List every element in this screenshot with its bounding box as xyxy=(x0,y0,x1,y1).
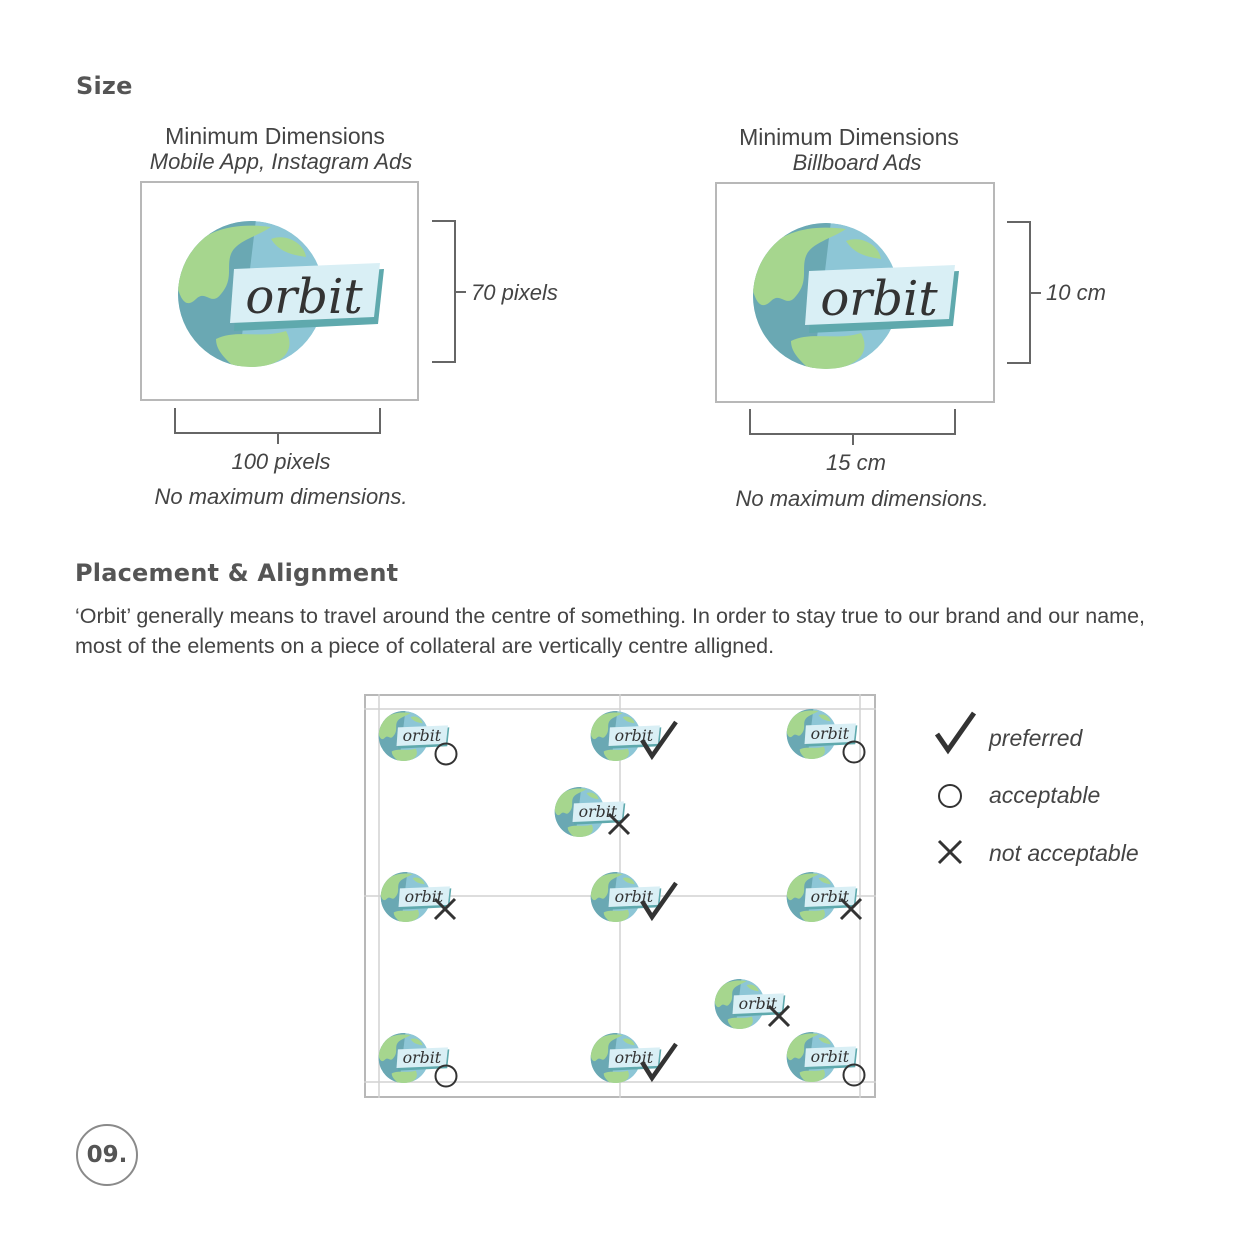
placement-top-center: orbit xyxy=(590,710,678,761)
not-acceptable-x-icon xyxy=(937,839,963,865)
mobile-height-label: 70 pixels xyxy=(471,280,558,305)
placement-bottom-right: orbit xyxy=(786,1031,866,1087)
mini-logo: orbit xyxy=(786,1031,857,1082)
placement-top-left: orbit xyxy=(378,710,458,766)
not-acceptable-mark-icon xyxy=(839,897,863,921)
billboard-title: Minimum Dimensions xyxy=(739,124,959,150)
mobile-subtitle: Mobile App, Instagram Ads xyxy=(149,149,413,174)
not-acceptable-mark-icon xyxy=(767,1004,791,1028)
logo-wordmark: orbit xyxy=(245,269,363,325)
placement-grid: orbit orbit orbit orbit orbit orbit orbit orbit… xyxy=(364,694,876,1098)
mini-logo-wordmark: orbit xyxy=(811,887,850,906)
page-number: 09. xyxy=(76,1124,138,1186)
acceptable-mark-icon xyxy=(842,740,866,764)
placement-middle-right: orbit xyxy=(786,871,863,922)
mini-logo-wordmark: orbit xyxy=(403,1048,442,1067)
not-acceptable-mark-icon xyxy=(607,812,631,836)
billboard-width-bracket xyxy=(749,409,956,445)
legend-not-acceptable: not acceptable xyxy=(989,840,1139,866)
billboard-note: No maximum dimensions. xyxy=(735,486,989,511)
mini-logo: orbit xyxy=(714,978,785,1029)
billboard-subtitle: Billboard Ads xyxy=(792,150,922,175)
mini-logo-wordmark: orbit xyxy=(403,726,442,745)
mini-logo-wordmark: orbit xyxy=(405,887,444,906)
billboard-logo: orbit xyxy=(751,221,961,371)
mini-logo-wordmark: orbit xyxy=(615,726,654,745)
acceptable-circle-icon xyxy=(938,784,962,808)
mobile-height-bracket xyxy=(432,220,466,363)
mobile-width-label: 100 pixels xyxy=(231,449,331,474)
billboard-width-label: 15 cm xyxy=(826,450,886,475)
acceptable-mark-icon xyxy=(434,742,458,766)
mini-logo-wordmark: orbit xyxy=(811,724,850,743)
size-heading: Size xyxy=(76,72,133,100)
mobile-title: Minimum Dimensions xyxy=(165,123,385,149)
mobile-logo: orbit xyxy=(176,219,386,369)
mini-logo-wordmark: orbit xyxy=(579,802,618,821)
acceptable-mark-icon xyxy=(842,1063,866,1087)
placement-lower-right-offset: orbit xyxy=(714,978,791,1029)
placement-upper-middle-offset: orbit xyxy=(554,786,631,837)
mini-logo: orbit xyxy=(378,710,449,761)
preferred-mark-icon xyxy=(640,881,678,922)
placement-heading: Placement & Alignment xyxy=(75,559,399,587)
not-acceptable-mark-icon xyxy=(433,897,457,921)
billboard-height-label: 10 cm xyxy=(1046,280,1106,305)
placement-middle-center: orbit xyxy=(590,871,678,922)
mobile-width-bracket xyxy=(174,408,381,444)
placement-top-right: orbit xyxy=(786,708,866,764)
preferred-mark-icon xyxy=(640,720,678,761)
placement-bottom-left: orbit xyxy=(378,1032,458,1088)
mobile-note: No maximum dimensions. xyxy=(154,484,408,509)
billboard-height-bracket xyxy=(1007,221,1041,364)
mini-logo: orbit xyxy=(378,1032,449,1083)
legend-preferred: preferred xyxy=(989,725,1083,751)
placement-body: ‘Orbit’ generally means to travel around… xyxy=(75,604,1146,658)
mobile-logo-frame: orbit xyxy=(140,181,419,401)
acceptable-mark-icon xyxy=(434,1064,458,1088)
logo-wordmark: orbit xyxy=(820,271,938,327)
mini-logo: orbit xyxy=(380,871,451,922)
mini-logo: orbit xyxy=(786,708,857,759)
mini-logo: orbit xyxy=(554,786,625,837)
billboard-logo-frame: orbit xyxy=(715,182,995,403)
placement-middle-left: orbit xyxy=(380,871,457,922)
mini-logo-wordmark: orbit xyxy=(811,1047,850,1066)
legend-acceptable: acceptable xyxy=(989,782,1101,808)
mini-logo-wordmark: orbit xyxy=(739,994,778,1013)
mini-logo-wordmark: orbit xyxy=(615,1048,654,1067)
preferred-check-icon xyxy=(934,711,976,755)
preferred-mark-icon xyxy=(640,1042,678,1083)
placement-bottom-center: orbit xyxy=(590,1032,678,1083)
mini-logo: orbit xyxy=(786,871,857,922)
mini-logo-wordmark: orbit xyxy=(615,887,654,906)
